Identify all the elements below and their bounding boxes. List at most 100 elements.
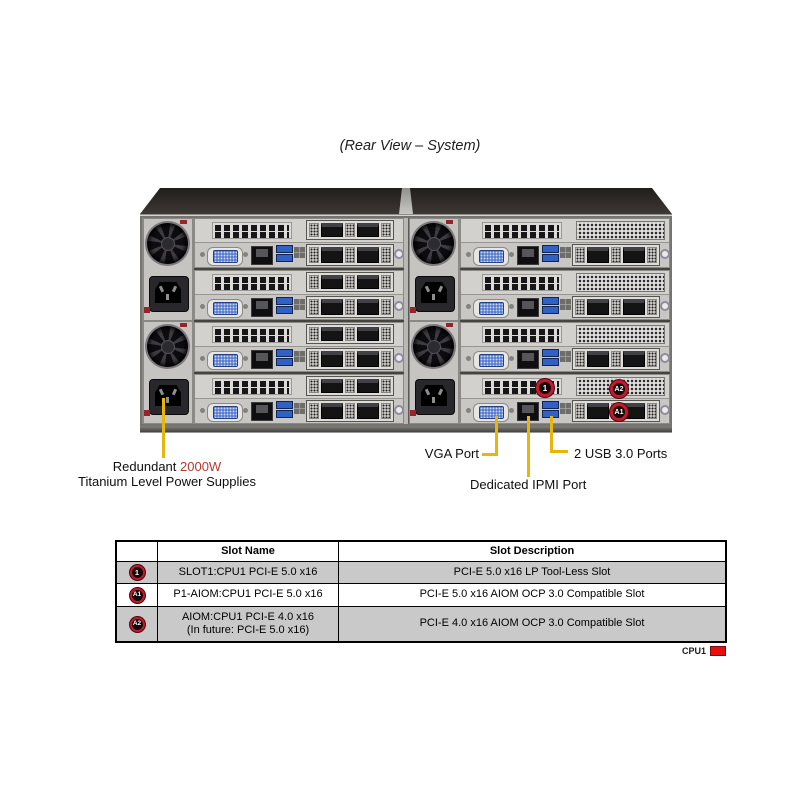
vent-row [485, 232, 559, 238]
lan-port [357, 403, 379, 419]
lan-port [357, 223, 379, 237]
badge-cell: A1 [115, 583, 158, 607]
screw [466, 356, 471, 361]
emi-mesh [381, 379, 391, 393]
vent-grill [212, 274, 292, 291]
vent-row [485, 336, 559, 342]
dual-lan-ports [306, 244, 394, 266]
vent-row [485, 381, 559, 387]
usb3-port [276, 401, 293, 409]
cpu1-legend: CPU1 [640, 646, 726, 656]
screw [243, 304, 248, 309]
emi-mesh [381, 403, 391, 419]
psu-latch [446, 323, 453, 327]
connector-block [560, 299, 571, 310]
ac-power-inlet [149, 379, 189, 415]
rj45-tab [256, 405, 268, 413]
vent-row [215, 388, 289, 394]
server-node [194, 374, 404, 424]
emi-mesh [309, 379, 319, 393]
emi-mesh [575, 351, 585, 367]
mesh-grill [576, 221, 665, 240]
screw [200, 408, 205, 413]
lan-port [321, 351, 343, 367]
ipmi-callout-line [527, 416, 530, 477]
slot-name-line2: (In future: PCI-E 5.0 x16) [186, 624, 310, 636]
vent-row [485, 329, 559, 335]
dual-lan-ports [306, 400, 394, 422]
ipmi-port-label: Dedicated IPMI Port [470, 477, 587, 492]
emi-mesh [309, 223, 319, 237]
thumbscrew [660, 405, 670, 415]
emi-mesh [345, 327, 355, 341]
usb3-port [542, 245, 559, 253]
thumbscrew [394, 353, 404, 363]
lan-port [321, 379, 343, 393]
rj45-tab [256, 249, 268, 257]
socket-pin [424, 388, 431, 396]
cpu1-color-swatch [710, 646, 726, 656]
slot-desc-cell: PCI-E 5.0 x16 AIOM OCP 3.0 Compatible Sl… [338, 583, 727, 607]
emi-mesh [309, 275, 319, 289]
ac-power-inlet [415, 276, 455, 312]
connector-block [294, 403, 305, 414]
socket-pin [158, 285, 165, 293]
emi-mesh [345, 223, 355, 237]
slot-table-header-row: Slot Name Slot Description [115, 540, 727, 562]
usb3-port [276, 358, 293, 366]
node-upper-bracket [195, 219, 403, 243]
psu-latch [180, 323, 187, 327]
emi-mesh [345, 275, 355, 289]
usb3-port [542, 254, 559, 262]
vga-port [207, 247, 243, 266]
vent-grill [482, 274, 562, 291]
thumbscrew [660, 249, 670, 259]
a1-badge: A1 [610, 403, 628, 421]
rj45-tab [522, 353, 534, 361]
usb-callout-line [550, 416, 553, 453]
slot-desc-cell: PCI-E 5.0 x16 LP Tool-Less Slot [338, 561, 727, 584]
vent-row [485, 277, 559, 283]
vga-connector [212, 250, 238, 263]
page-title: (Rear View – System) [339, 138, 481, 154]
usb3-port [276, 245, 293, 253]
emi-mesh [345, 379, 355, 393]
psu-label-line2: Titanium Level Power Supplies [78, 474, 256, 490]
vga-callout-line [495, 416, 498, 456]
socket-pin [171, 388, 178, 396]
screw [200, 252, 205, 257]
emi-mesh [611, 247, 621, 263]
lan-port [357, 351, 379, 367]
node-upper-bracket [461, 271, 669, 295]
connector-block [294, 247, 305, 258]
screw [509, 252, 514, 257]
emi-mesh [309, 299, 319, 315]
thumbscrew [394, 249, 404, 259]
server-node [194, 322, 404, 372]
emi-mesh [309, 351, 319, 367]
screw [509, 304, 514, 309]
lan-port [587, 299, 609, 315]
screw [243, 252, 248, 257]
psu-fan-icon [147, 223, 188, 264]
psu-clip [144, 410, 150, 416]
emi-mesh [381, 299, 391, 315]
vent-row [215, 232, 289, 238]
power-supply [409, 321, 459, 424]
node-upper-bracket [461, 323, 669, 347]
thumbscrew [394, 405, 404, 415]
usb3-port [276, 410, 293, 418]
cpu1-legend-label: CPU1 [681, 646, 706, 656]
emi-mesh [647, 403, 657, 419]
lan-port [321, 403, 343, 419]
usb3-port [542, 349, 559, 357]
usb3-port [276, 306, 293, 314]
lan-port [623, 247, 645, 263]
psu-fan-icon [413, 223, 454, 264]
vga-port-label: VGA Port [424, 446, 479, 461]
emi-mesh [611, 351, 621, 367]
lan-port [357, 275, 379, 289]
emi-mesh [381, 351, 391, 367]
vga-port [207, 403, 243, 422]
